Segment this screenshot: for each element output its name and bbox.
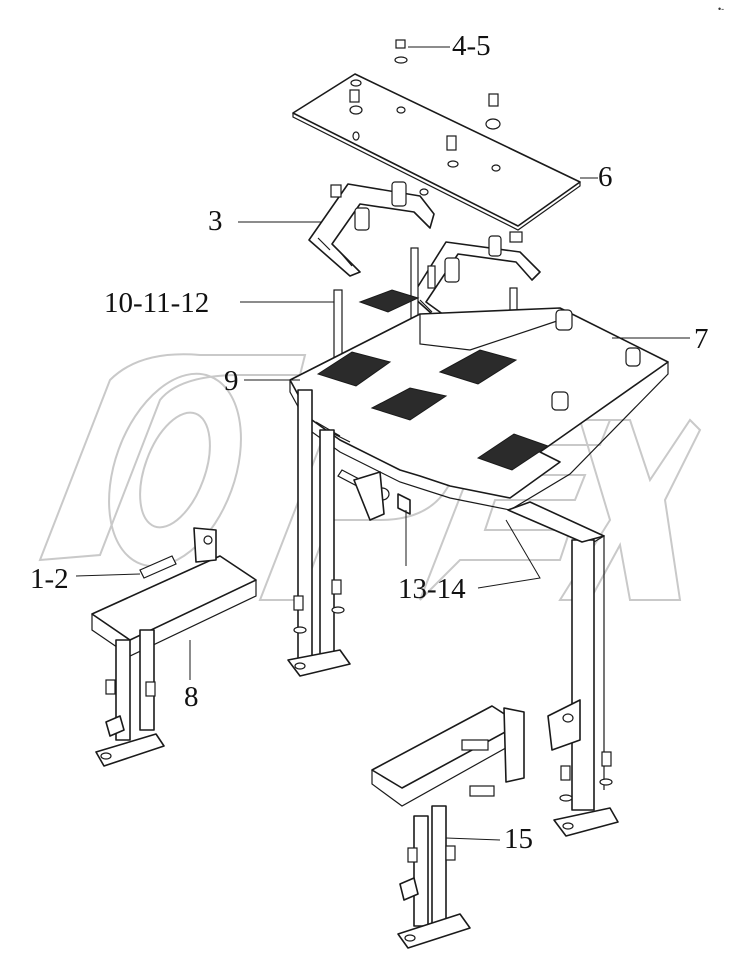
leader-lines: [75, 46, 690, 841]
label-6: 6: [598, 161, 613, 193]
rear-frame-legs: [297, 389, 605, 811]
label-8: 8: [184, 681, 199, 713]
label-13-14: 13-14: [398, 573, 466, 605]
label-1-2: 1-2: [30, 563, 69, 595]
corner-mark: •-: [718, 4, 724, 14]
bolt-4-5: [349, 39, 499, 151]
label-9: 9: [224, 365, 239, 397]
left-step-assembly: [91, 527, 257, 767]
label-3: 3: [208, 205, 223, 237]
label-15: 15: [504, 823, 533, 855]
rear-feet: [287, 649, 619, 837]
top-cover-plate: [292, 73, 581, 231]
bracket-left: [308, 181, 435, 277]
label-10-11-12: 10-11-12: [104, 287, 209, 319]
callout-labels: 4-5 6 3 10-11-12 7 9 1-2 13-14 8 15: [30, 30, 709, 855]
front-step-assembly: [371, 705, 525, 949]
label-7: 7: [694, 323, 709, 355]
washers: [293, 579, 613, 802]
label-4-5: 4-5: [452, 30, 491, 62]
bolt-nut-13-14: [337, 469, 411, 521]
